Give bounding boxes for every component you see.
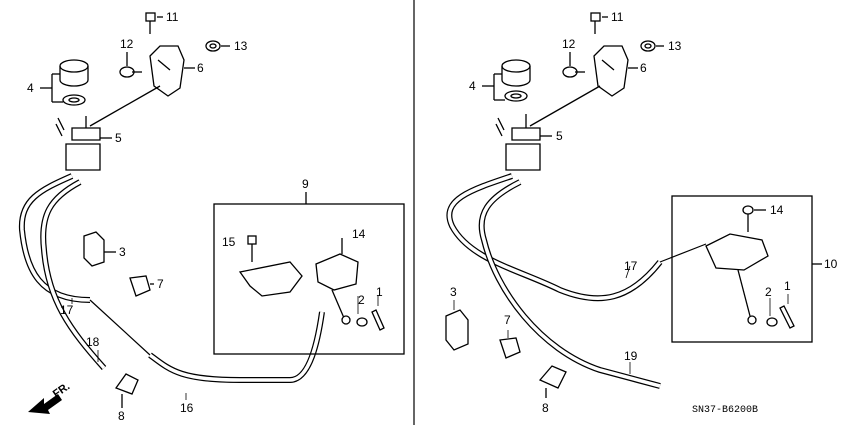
cap-4-right xyxy=(501,59,531,102)
right-leaders xyxy=(453,265,789,374)
callout-12-left: 12 xyxy=(120,37,134,51)
pin-1-left xyxy=(371,309,385,331)
pin-1-right xyxy=(779,305,795,329)
callout-9-left: 9 xyxy=(302,177,309,191)
diagram-code: SN37-B6200B xyxy=(692,405,758,416)
washer-13-left xyxy=(205,40,221,52)
callout-2-right: 2 xyxy=(765,285,772,299)
callout-16-left: 16 xyxy=(180,401,194,415)
left-assembly xyxy=(18,12,405,408)
inset-box-9 xyxy=(213,203,405,355)
left-leaders xyxy=(71,296,379,400)
right-assembly xyxy=(445,12,822,398)
callout-1-right: 1 xyxy=(784,279,791,293)
callout-17-left: 17 xyxy=(60,303,74,317)
cable-left xyxy=(89,299,151,356)
actuator-5-right xyxy=(495,85,601,171)
callout-8-left: 8 xyxy=(118,409,125,423)
callout-4-left: 4 xyxy=(27,81,34,95)
callout-12-right: 12 xyxy=(562,37,576,51)
bolt-11-right xyxy=(590,12,608,34)
fr-arrow-icon xyxy=(28,394,62,414)
actuator-14-right xyxy=(705,205,769,325)
holder-8-right xyxy=(538,365,567,398)
callout-7-left: 7 xyxy=(157,277,164,291)
actuator-5-left xyxy=(55,85,161,171)
callout-5-right: 5 xyxy=(556,129,563,143)
callout-2-left: 2 xyxy=(358,293,365,307)
callout-6-left: 6 xyxy=(197,61,204,75)
callout-3-right: 3 xyxy=(450,285,457,299)
callout-1-left: 1 xyxy=(376,285,383,299)
washer-2-right xyxy=(766,317,778,327)
clip-7-left xyxy=(129,275,154,297)
screw-12-right xyxy=(562,52,585,78)
right-callouts: 11 12 13 6 4 5 14 17 10 3 7 2 1 19 8 xyxy=(450,10,838,415)
callout-3-left: 3 xyxy=(119,245,126,259)
clamp-3-right xyxy=(445,309,469,351)
clip-7-right xyxy=(499,337,521,359)
callout-13-left: 13 xyxy=(234,39,248,53)
bolt-11-left xyxy=(145,12,163,34)
hose-17-left xyxy=(18,173,91,303)
callout-6-right: 6 xyxy=(640,61,647,75)
callout-5-left: 5 xyxy=(115,131,122,145)
callout-18-left: 18 xyxy=(86,335,100,349)
screw-12-left xyxy=(119,52,142,78)
cable-right xyxy=(659,243,707,263)
callout-13-right: 13 xyxy=(668,39,682,53)
callout-7-right: 7 xyxy=(504,313,511,327)
washer-13-right xyxy=(640,40,656,52)
washer-2-left xyxy=(356,317,368,327)
bracket-6-right xyxy=(593,45,629,97)
callout-11-right: 11 xyxy=(611,10,624,24)
callout-4-right: 4 xyxy=(469,79,476,93)
holder-8-left xyxy=(114,373,139,408)
actuator-14-left xyxy=(315,238,359,325)
callout-10-right: 10 xyxy=(824,257,838,271)
callout-15-left: 15 xyxy=(222,235,236,249)
callout-19-right: 19 xyxy=(624,349,638,363)
cap-4-left xyxy=(59,59,89,106)
inset-box-10 xyxy=(671,195,813,343)
bracket-15-left xyxy=(238,235,303,297)
callout-14-right: 14 xyxy=(770,203,784,217)
callout-17-right: 17 xyxy=(624,259,638,273)
left-callouts: 11 12 13 6 4 5 9 3 7 15 14 17 2 1 18 16 … xyxy=(27,10,383,423)
callout-8-right: 8 xyxy=(542,401,549,415)
callout-11-left: 11 xyxy=(166,10,179,24)
callout-14-left: 14 xyxy=(352,227,366,241)
clamp-3-left xyxy=(83,231,116,267)
